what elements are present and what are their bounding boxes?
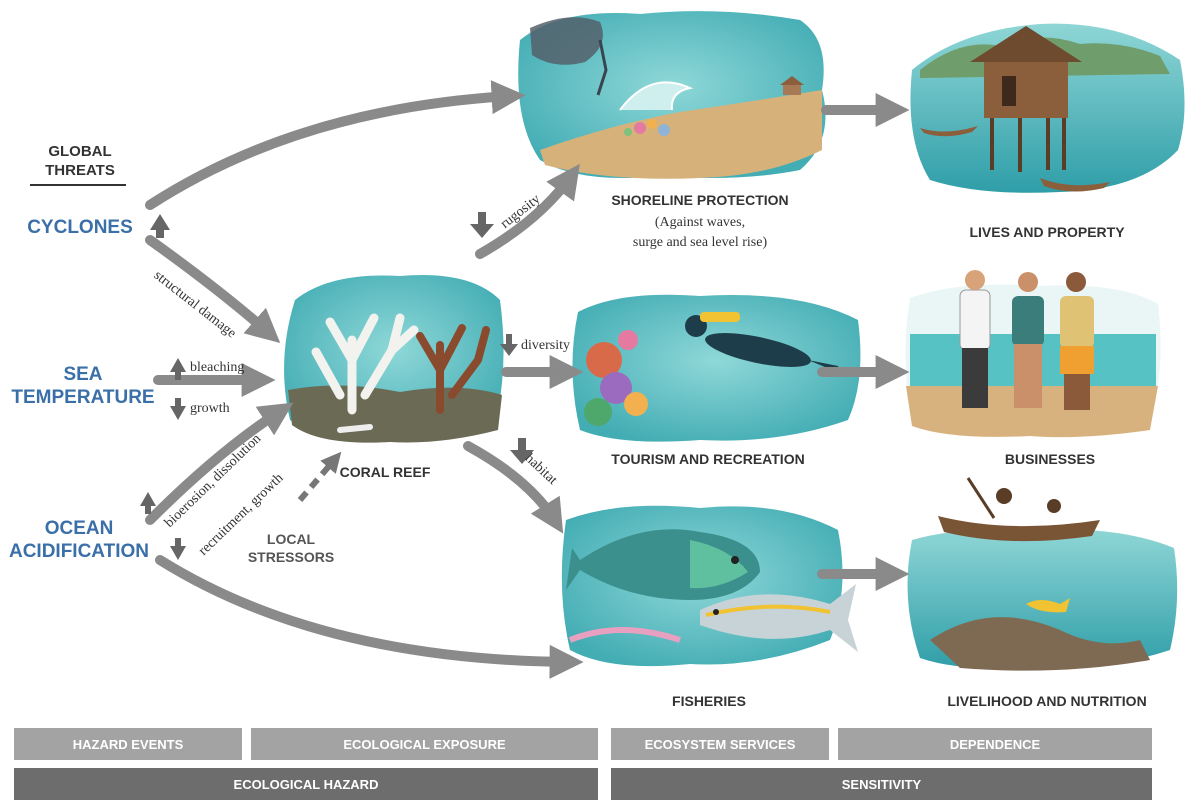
arrow-cyclones-to-coral: [145, 235, 281, 343]
snapper: [700, 584, 858, 652]
lives-illustration: [910, 23, 1185, 193]
fisheries-illustration: [561, 505, 858, 667]
stilt-house: [984, 60, 1068, 118]
label-diversity: diversity: [521, 338, 570, 353]
local-stressors-label: LOCAL STRESSORS: [236, 530, 346, 566]
bleached-coral: [311, 313, 419, 415]
people-group: [959, 270, 1094, 410]
up-arrow-structural: [150, 214, 170, 238]
note-line: surge and sea level rise): [632, 235, 768, 250]
threat-ocean-acidification: OCEAN ACIDIFICATION: [4, 517, 154, 563]
threat-sea-temperature: SEA TEMPERATURE: [8, 363, 158, 409]
down-arrow-recruitment: [170, 538, 186, 560]
label-line: STRESSORS: [247, 549, 335, 565]
threat-line: ACIDIFICATION: [8, 541, 150, 562]
arrow-coral-to-fisheries: [463, 441, 564, 534]
bar-sensitivity: SENSITIVITY: [611, 768, 1152, 800]
arrow-coral-to-shoreline: [475, 163, 580, 259]
beach-hut: [783, 84, 801, 95]
canoe: [920, 126, 978, 137]
bar-ecological-exposure: ECOLOGICAL EXPOSURE: [251, 728, 598, 760]
arrow-cyclones-to-shoreline: [145, 80, 526, 210]
reef-small: [624, 119, 670, 136]
businesses-label: BUSINESSES: [1004, 451, 1096, 467]
label-bleaching: bleaching: [190, 360, 245, 375]
direction-indicators: [140, 212, 534, 560]
down-arrow-growth: [170, 398, 186, 420]
heading-divider: [30, 184, 126, 186]
livelihood-illustration: [907, 477, 1178, 671]
businesses-illustration: [905, 270, 1161, 438]
lives-property-label: LIVES AND PROPERTY: [969, 224, 1125, 240]
tourism-illustration: [572, 294, 861, 442]
storm-cloud: [530, 17, 603, 65]
livelihood-nutrition-label: LIVELIHOOD AND NUTRITION: [947, 693, 1147, 709]
up-arrow-bioerosion: [140, 492, 156, 514]
shoreline-protection-label: SHORELINE PROTECTION: [611, 192, 789, 208]
bar-ecological-hazard: ECOLOGICAL HAZARD: [14, 768, 598, 800]
bar-ecosystem-services: ECOSYSTEM SERVICES: [611, 728, 829, 760]
down-arrow-rugosity: [470, 212, 494, 238]
shoreline-illustration: [518, 11, 826, 179]
brown-coral: [416, 324, 490, 414]
arrow-local-stressors: [297, 451, 342, 502]
arrow-acidification-to-fisheries: [155, 555, 584, 679]
global-threats-heading: GLOBAL THREATS: [28, 142, 132, 180]
note-line: (Against waves,: [654, 215, 746, 230]
shoreline-note: (Against waves, surge and sea level rise…: [582, 213, 818, 253]
down-arrow-diversity: [500, 334, 518, 356]
threat-cyclones: CYCLONES: [27, 217, 133, 238]
heading-line: THREATS: [45, 162, 115, 179]
parrotfish: [566, 529, 760, 600]
fisheries-label: FISHERIES: [672, 693, 746, 709]
arrow-acidification-to-coral: [145, 402, 294, 525]
threat-line: OCEAN: [44, 518, 114, 539]
coral-reef-illustration: [284, 275, 504, 443]
coral-reef-label: CORAL REEF: [339, 464, 431, 480]
bar-dependence: DEPENDENCE: [838, 728, 1152, 760]
label-line: LOCAL: [266, 531, 316, 547]
tourism-label: TOURISM AND RECREATION: [611, 451, 805, 467]
arrows: [145, 80, 910, 679]
bar-hazard-events: HAZARD EVENTS: [14, 728, 242, 760]
reef-colony: [584, 330, 648, 426]
label-growth: growth: [190, 401, 230, 416]
threat-line: TEMPERATURE: [11, 387, 155, 408]
fishing-boat: [938, 516, 1100, 542]
down-arrow-habitat: [510, 438, 534, 464]
threat-line: SEA: [63, 364, 103, 385]
up-arrow-bleaching: [170, 358, 186, 380]
heading-line: GLOBAL: [48, 143, 112, 160]
